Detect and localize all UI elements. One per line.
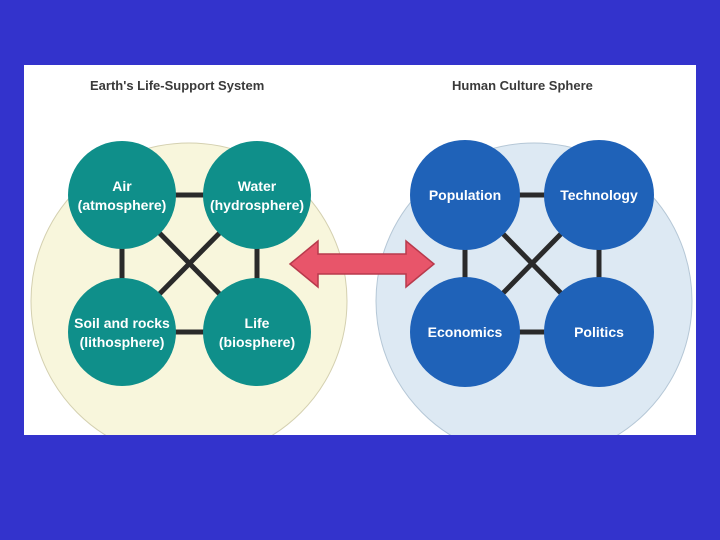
node-technology: Technology xyxy=(544,140,654,250)
node-water: Water (hydrosphere) xyxy=(203,141,311,249)
left-sphere-title: Earth's Life-Support System xyxy=(90,78,265,93)
node-life-line1: Life xyxy=(245,315,270,331)
node-soil-and-rocks: Soil and rocks (lithosphere) xyxy=(68,278,176,386)
node-life-line2: (biosphere) xyxy=(219,334,295,350)
node-air: Air (atmosphere) xyxy=(68,141,176,249)
node-air-line2: (atmosphere) xyxy=(78,197,167,213)
node-economics-label: Economics xyxy=(428,324,503,340)
diagram-panel: Earth's Life-Support System Human Cultur… xyxy=(24,65,696,435)
node-politics: Politics xyxy=(544,277,654,387)
human-culture-sphere: Population Technology Economics Politics xyxy=(375,140,693,435)
node-soil-line2: (lithosphere) xyxy=(80,334,165,350)
node-economics: Economics xyxy=(410,277,520,387)
node-water-line2: (hydrosphere) xyxy=(210,197,304,213)
node-air-line1: Air xyxy=(112,178,132,194)
earth-life-support-sphere: Air (atmosphere) Water (hydrosphere) Soi… xyxy=(30,141,348,435)
node-water-line1: Water xyxy=(238,178,277,194)
spheres-diagram: Air (atmosphere) Water (hydrosphere) Soi… xyxy=(30,140,693,435)
node-soil-line1: Soil and rocks xyxy=(74,315,170,331)
double-arrow-icon xyxy=(288,239,436,289)
node-population: Population xyxy=(410,140,520,250)
node-population-label: Population xyxy=(429,187,501,203)
node-politics-label: Politics xyxy=(574,324,624,340)
right-sphere-title: Human Culture Sphere xyxy=(452,78,593,93)
node-technology-label: Technology xyxy=(560,187,638,203)
node-life: Life (biosphere) xyxy=(203,278,311,386)
